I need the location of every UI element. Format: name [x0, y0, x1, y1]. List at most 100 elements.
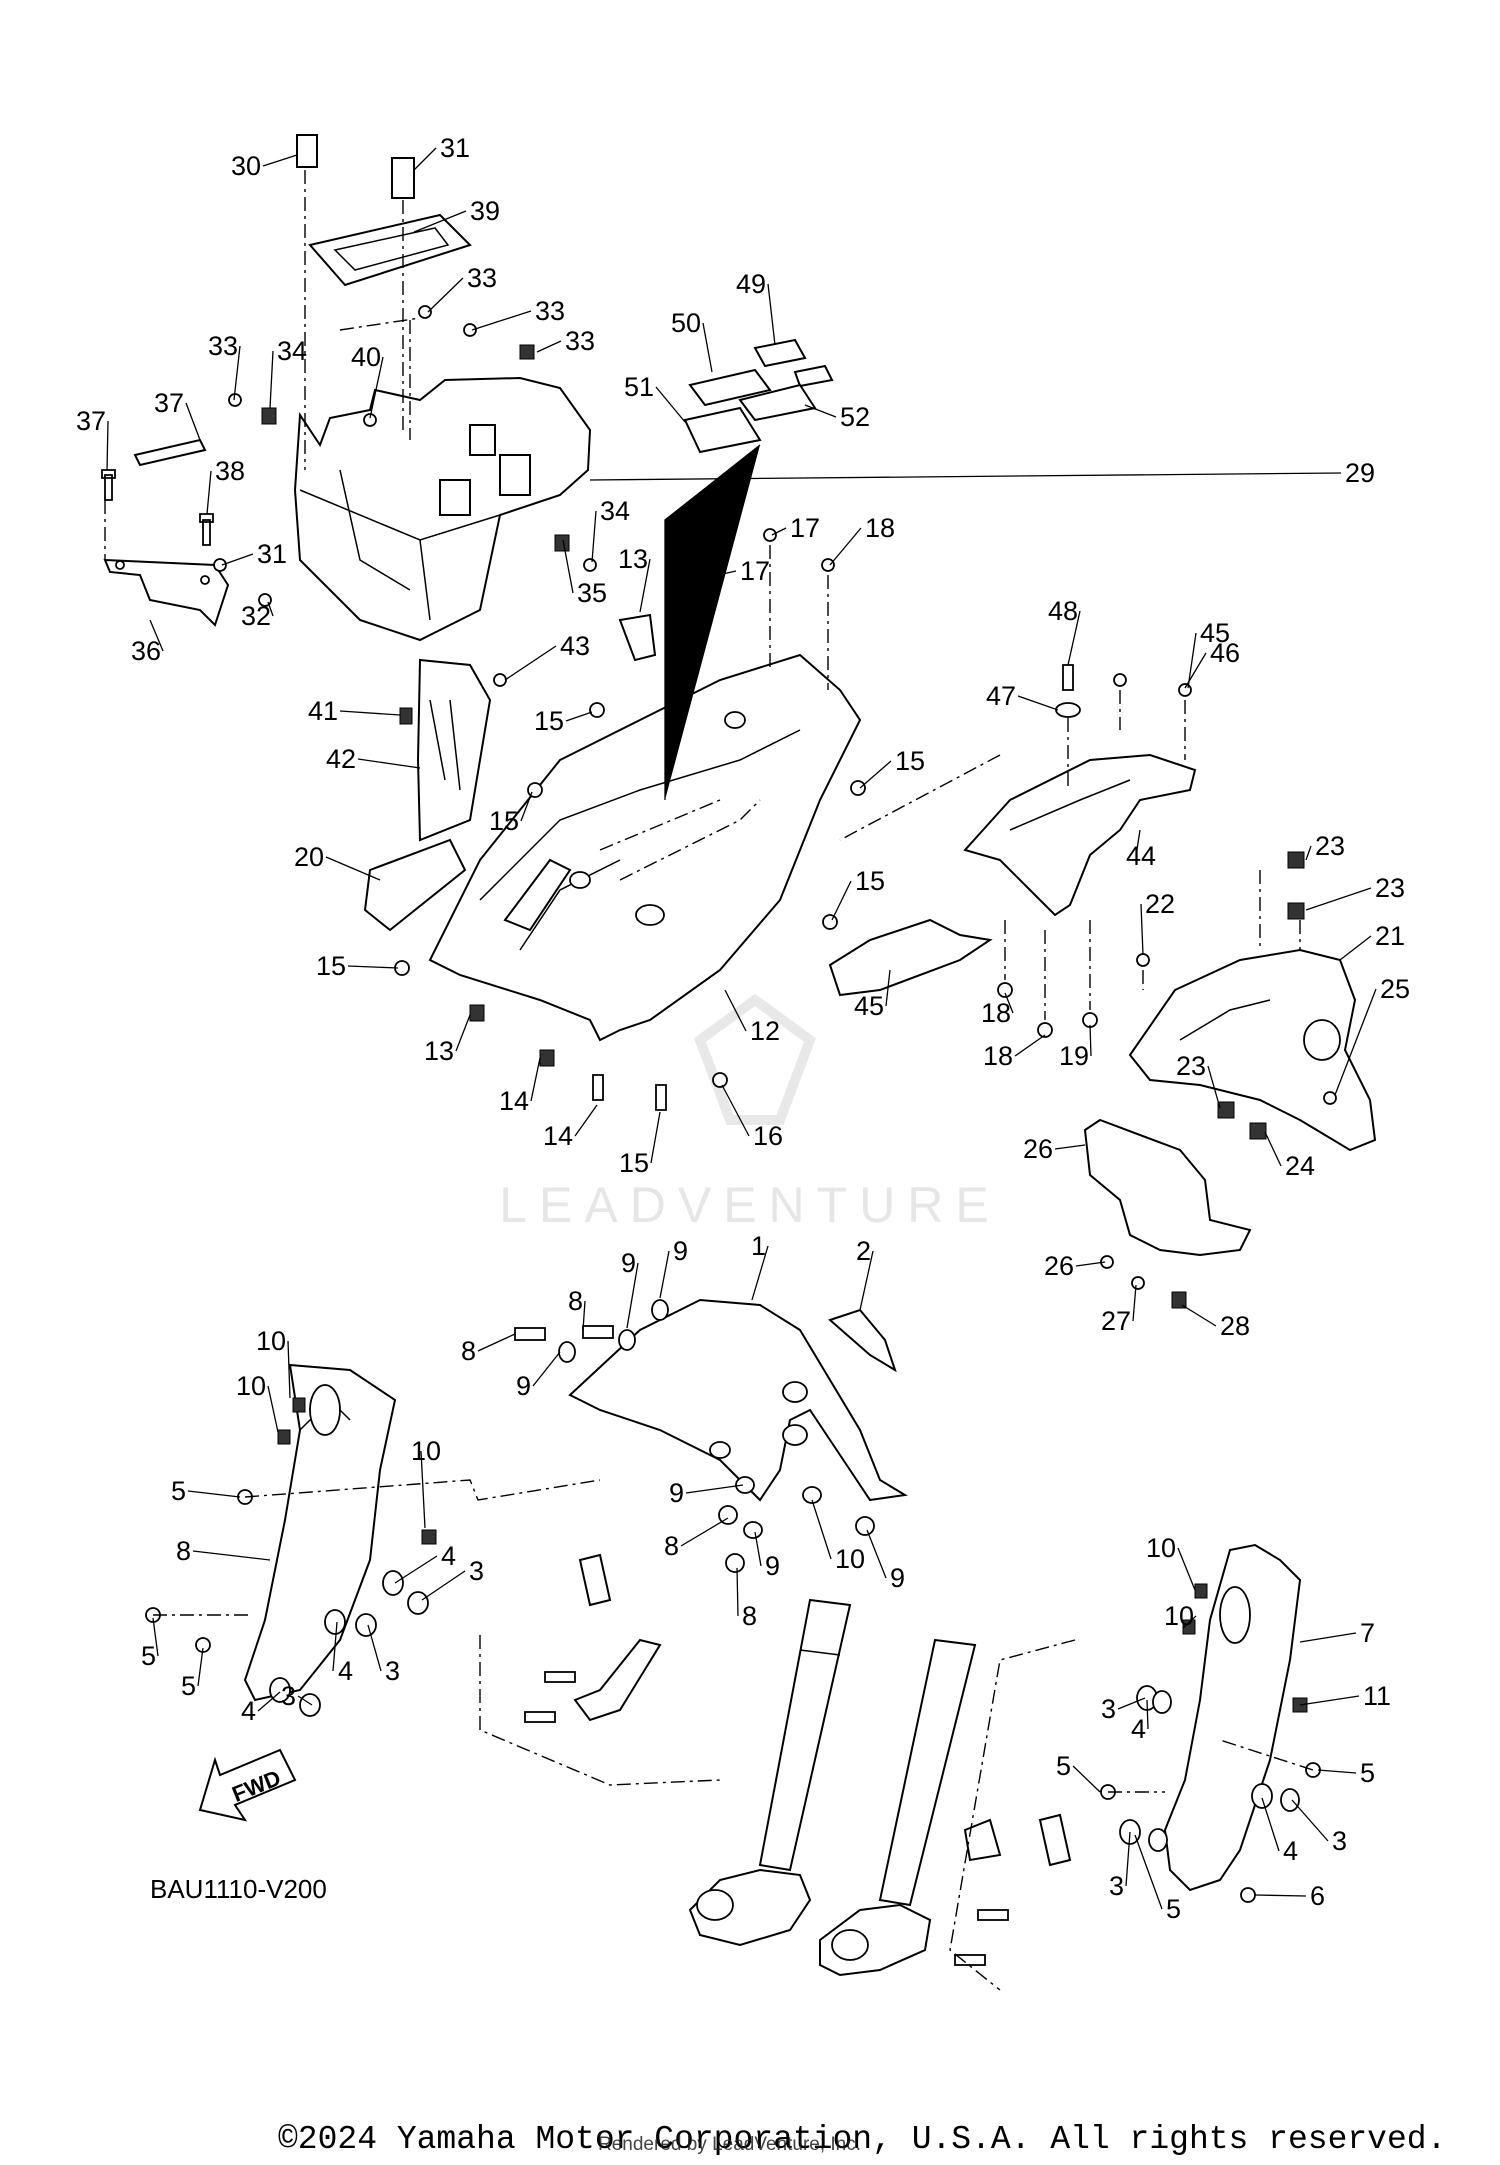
callout-leader-14: [530, 1057, 541, 1102]
callout-26: 26: [1044, 1251, 1074, 1281]
callout-9: 9: [516, 1371, 531, 1401]
callout-45: 45: [1200, 618, 1230, 648]
fork-tube-right: [878, 1638, 977, 1907]
callout-6: 6: [1310, 1881, 1325, 1911]
callout-23: 23: [1315, 831, 1345, 861]
fork-tube-left: [758, 1598, 852, 1872]
callout-34: 34: [277, 336, 307, 366]
callout-8: 8: [568, 1286, 583, 1316]
callout-leader-48: [1067, 610, 1081, 666]
callout-30: 30: [231, 151, 261, 181]
callout-leader-31: [413, 147, 437, 171]
callout-3: 3: [469, 1556, 484, 1586]
callout-5: 5: [141, 1641, 156, 1671]
callout-41: 41: [308, 696, 338, 726]
callout-4: 4: [1283, 1836, 1298, 1866]
callout-leader-8: [192, 1550, 271, 1561]
diagram-code: BAU1110-V200: [150, 1874, 327, 1904]
callout-leader-30: [262, 154, 298, 167]
callout-leader-9: [685, 1484, 744, 1494]
part-37-bolt: [101, 469, 116, 501]
callout-14: 14: [499, 1086, 529, 1116]
callout-10: 10: [835, 1544, 865, 1574]
callout-10: 10: [1146, 1533, 1176, 1563]
callout-leader-25: [1334, 988, 1377, 1096]
callout-leader-3: [367, 1624, 382, 1672]
callout-leader-43: [504, 645, 557, 681]
part-2-decal: [828, 1308, 897, 1373]
callout-24: 24: [1285, 1151, 1315, 1181]
callout-leader-47: [1017, 695, 1059, 711]
part-29: [296, 134, 318, 168]
callout-leader-15: [565, 711, 593, 722]
callout-4: 4: [441, 1541, 456, 1571]
callout-leader-15: [831, 880, 852, 921]
callout-leader-9: [626, 1262, 639, 1329]
callout-leader-26: [1075, 1261, 1106, 1267]
callout-12: 12: [750, 1016, 780, 1046]
callout-36: 36: [131, 636, 161, 666]
battery-box-group: [101, 134, 597, 642]
callout-10: 10: [256, 1326, 286, 1356]
callout-9: 9: [890, 1563, 905, 1593]
part-7-fork-guard: [243, 1363, 397, 1702]
front-fender-group: [514, 1298, 908, 1573]
callout-8: 8: [742, 1601, 757, 1631]
callout-28: 28: [1220, 1311, 1250, 1341]
decal-49: [688, 368, 772, 407]
callout-leader-11: [1299, 1695, 1360, 1706]
part-1-fender: [568, 1298, 908, 1502]
callout-leader-12: [724, 989, 747, 1032]
callout-leader-21: [1339, 935, 1372, 961]
callout-47: 47: [986, 681, 1016, 711]
callout-leader-15: [650, 1111, 661, 1164]
part-30: [391, 157, 415, 199]
callout-38: 38: [215, 456, 245, 486]
callout-2: 2: [856, 1236, 871, 1266]
left-fork-guard-group: [145, 1363, 601, 1717]
callout-leader-37: [185, 402, 201, 441]
callout-4: 4: [1131, 1714, 1146, 1744]
fork-group: [479, 1553, 1076, 1991]
callout-leader-22: [1140, 903, 1144, 956]
callout-leader-5: [187, 1490, 241, 1498]
callout-leader-28: [1181, 1304, 1217, 1327]
decal-48: [753, 338, 807, 368]
callout-15: 15: [316, 951, 346, 981]
callout-52: 52: [840, 402, 870, 432]
callout-leader-33: [471, 310, 532, 331]
callout-leader-33: [427, 277, 464, 313]
callout-leader-3: [1117, 1697, 1146, 1710]
callout-42: 42: [326, 744, 356, 774]
callout-leader-5: [197, 1647, 204, 1687]
callout-leader-41: [339, 710, 401, 716]
callout-31: 31: [440, 133, 470, 163]
callout-46: 46: [1210, 638, 1240, 668]
callout-leader-19: [1089, 1024, 1092, 1057]
callout-leader-23: [1207, 1065, 1221, 1109]
callout-23: 23: [1176, 1051, 1206, 1081]
callout-leader-5: [152, 1617, 159, 1657]
part-19: [363, 838, 467, 932]
callout-leader-27: [1132, 1284, 1137, 1322]
callout-15: 15: [489, 806, 519, 836]
callout-20: 20: [294, 842, 324, 872]
callout-34: 34: [600, 496, 630, 526]
callout-27: 27: [1101, 1306, 1131, 1336]
callout-leader-38: [206, 470, 212, 515]
callout-leader-15: [347, 965, 399, 969]
callout-leader-8: [680, 1517, 729, 1547]
callout-15: 15: [855, 866, 885, 896]
callout-leader-51: [655, 386, 686, 423]
callout-leader-14: [574, 1104, 598, 1137]
callout-18: 18: [983, 1041, 1013, 1071]
callout-4: 4: [241, 1696, 256, 1726]
callout-51: 51: [624, 372, 654, 402]
watermark-text: LEADVENTURE: [499, 1177, 1001, 1233]
callout-15: 15: [895, 746, 925, 776]
callout-13: 13: [424, 1036, 454, 1066]
callout-15: 15: [534, 706, 564, 736]
part-6-fork-guard: [1163, 1543, 1302, 1892]
callout-leader-5: [1072, 1765, 1101, 1793]
watermark: LEADVENTURE: [499, 993, 1001, 1233]
